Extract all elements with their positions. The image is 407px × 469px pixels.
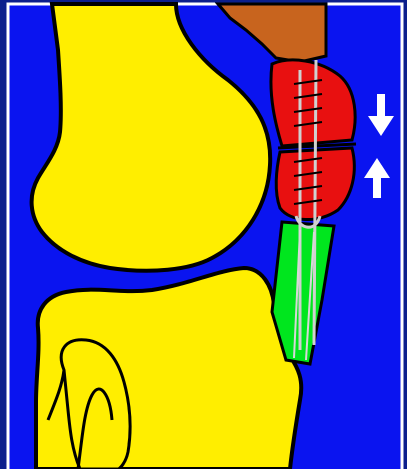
knee-tension-band-diagram xyxy=(0,0,407,469)
diagram-canvas xyxy=(0,0,407,469)
